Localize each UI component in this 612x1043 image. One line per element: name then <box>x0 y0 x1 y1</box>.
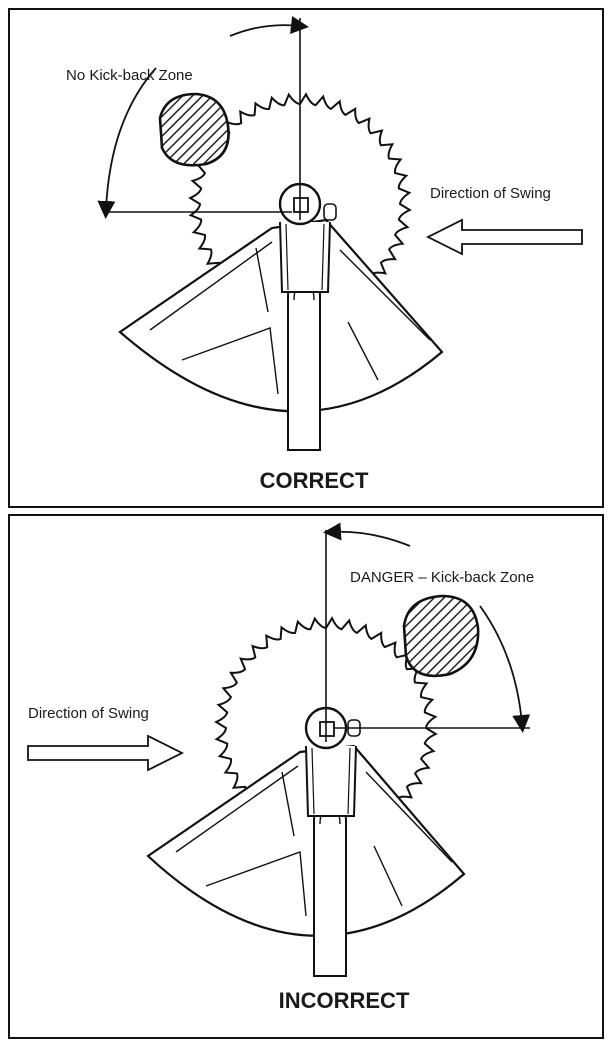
guard-line <box>205 851 307 917</box>
swing-direction-arrow-left <box>425 218 583 256</box>
guard-line <box>181 327 279 395</box>
housing-line <box>347 747 351 815</box>
gear-housing <box>305 745 357 817</box>
correct-panel: No Kick-back Zone Direction of Swing COR… <box>8 8 604 508</box>
guard-line <box>347 321 379 381</box>
guard-line <box>255 247 269 313</box>
verdict-label: INCORRECT <box>279 988 410 1013</box>
guard-line <box>373 845 403 907</box>
hub-nut <box>319 721 335 737</box>
trimmer-shaft <box>313 798 347 977</box>
housing-line <box>311 747 315 815</box>
verdict-label: CORRECT <box>260 468 369 493</box>
zone-label: DANGER – Kick-back Zone <box>350 569 534 586</box>
correct-diagram: No Kick-back Zone Direction of Swing COR… <box>66 16 583 493</box>
guard-line <box>339 249 431 341</box>
incorrect-diagram: DANGER – Kick-back Zone Direction of Swi… <box>27 522 534 1013</box>
zone-label: No Kick-back Zone <box>66 67 193 84</box>
swing-label: Direction of Swing <box>430 185 551 202</box>
zone-arc-arrow-right <box>229 16 309 37</box>
hub-bolt <box>323 203 337 221</box>
trimmer-shaft <box>287 274 321 451</box>
incorrect-panel: DANGER – Kick-back Zone Direction of Swi… <box>8 514 604 1039</box>
hub-nut <box>293 197 309 213</box>
obstacle-hatched <box>402 594 480 678</box>
housing-line <box>321 223 325 291</box>
guard-line <box>175 765 299 853</box>
housing-line <box>285 223 289 291</box>
guard-line <box>365 771 453 863</box>
gear-housing <box>279 221 331 293</box>
guard-line <box>149 241 273 331</box>
zone-arc-arrow-left <box>323 522 411 547</box>
zone-arc-arrow-down <box>479 605 531 733</box>
obstacle-hatched <box>158 92 230 167</box>
zone-arc-arrow-down <box>97 67 157 219</box>
swing-direction-arrow-right <box>27 734 185 772</box>
guard-line <box>281 771 295 837</box>
swing-label: Direction of Swing <box>28 705 149 722</box>
